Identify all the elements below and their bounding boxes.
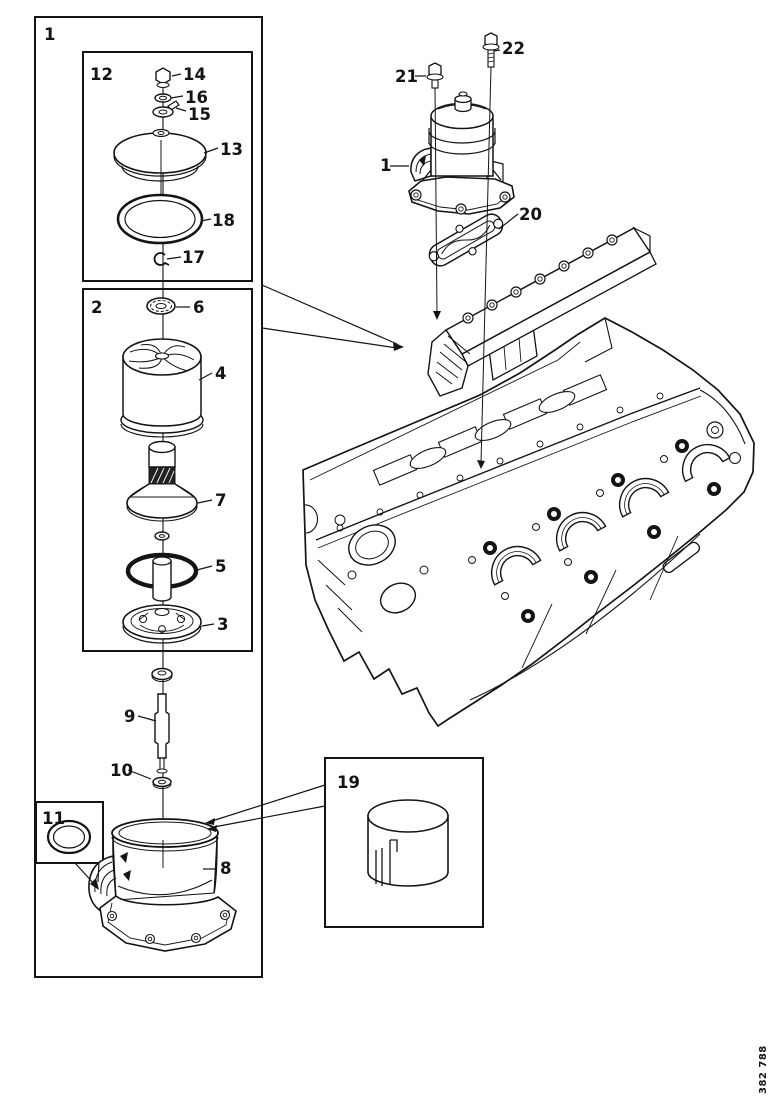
callout-label-9: 9 xyxy=(124,707,135,726)
part-13-cover-lid xyxy=(113,128,207,196)
callout-label-16: 16 xyxy=(185,88,208,107)
spacer-bolt-bosses xyxy=(462,234,618,324)
part-4-rotor-bowl xyxy=(120,338,204,438)
callout-label-box11: 11 xyxy=(42,809,65,828)
part-1-oil-cleaner-assembly xyxy=(408,91,515,215)
part-15-lock-washer xyxy=(152,100,180,118)
main-bearing-saddles xyxy=(490,443,731,586)
callout-label-10: 10 xyxy=(110,761,133,780)
callout-boxes xyxy=(34,16,484,978)
part-14-nut xyxy=(155,67,171,88)
part-10-washer xyxy=(152,776,172,789)
callout-label-box1: 1 xyxy=(44,25,55,44)
part-6-rotor-nut xyxy=(146,297,176,315)
callout-label-12: 12 xyxy=(90,65,113,84)
callout-label-box2: 2 xyxy=(91,298,102,317)
callout-label-7: 7 xyxy=(215,491,226,510)
bolt-alignment-lines xyxy=(433,66,492,469)
callout-label-17: 17 xyxy=(182,248,205,267)
part-17-circlip xyxy=(153,252,170,266)
part-7-paper-insert xyxy=(126,440,198,522)
figure-code: 382 788 xyxy=(758,1045,769,1094)
callout-label-4: 4 xyxy=(215,364,226,383)
part-20-gasket xyxy=(428,213,504,267)
engine-block xyxy=(302,317,755,728)
callout-label-22: 22 xyxy=(502,39,525,58)
callout-label-3: 3 xyxy=(217,615,228,634)
shaft-top-nut xyxy=(151,667,173,682)
part-3-rotor-base xyxy=(122,604,202,644)
callout-label-8: 8 xyxy=(220,859,231,878)
part-8-cleaner-housing xyxy=(88,818,237,952)
part-19-plug xyxy=(367,799,449,887)
callout-label-14: 14 xyxy=(183,65,206,84)
callout-label-box19: 19 xyxy=(337,773,360,792)
callout-box-11 xyxy=(35,801,104,864)
part-11-o-ring xyxy=(46,819,92,855)
oil-cleaner-mounting-spacer xyxy=(427,226,657,397)
part-9-shaft xyxy=(154,693,170,774)
callout-box-12 xyxy=(82,51,253,282)
part-21-bolt xyxy=(426,62,444,89)
callout-label-18: 18 xyxy=(212,211,235,230)
part-16-washer xyxy=(154,93,172,103)
callout-label-20: 20 xyxy=(519,205,542,224)
callout-label-13: 13 xyxy=(220,140,243,159)
leader-lines xyxy=(74,49,519,890)
bearing-oil-seals xyxy=(483,439,721,623)
callout-box-19 xyxy=(324,757,484,928)
rotor-shaft-boss xyxy=(152,556,172,602)
callout-label-6: 6 xyxy=(193,298,204,317)
part-mid-nut xyxy=(154,531,170,541)
callout-label-5: 5 xyxy=(215,557,226,576)
callout-label-21: 21 xyxy=(395,67,418,86)
part-22-bolt xyxy=(482,32,500,68)
callout-labels: 1 12 14 16 15 13 18 17 2 6 4 7 5 3 9 10 … xyxy=(42,25,542,878)
callout-box-1 xyxy=(34,16,263,978)
callout-label-1-assembly: 1 xyxy=(380,156,391,175)
callout-label-15: 15 xyxy=(188,105,211,124)
part-18-o-ring xyxy=(116,193,204,245)
callout-box-2 xyxy=(82,288,253,652)
